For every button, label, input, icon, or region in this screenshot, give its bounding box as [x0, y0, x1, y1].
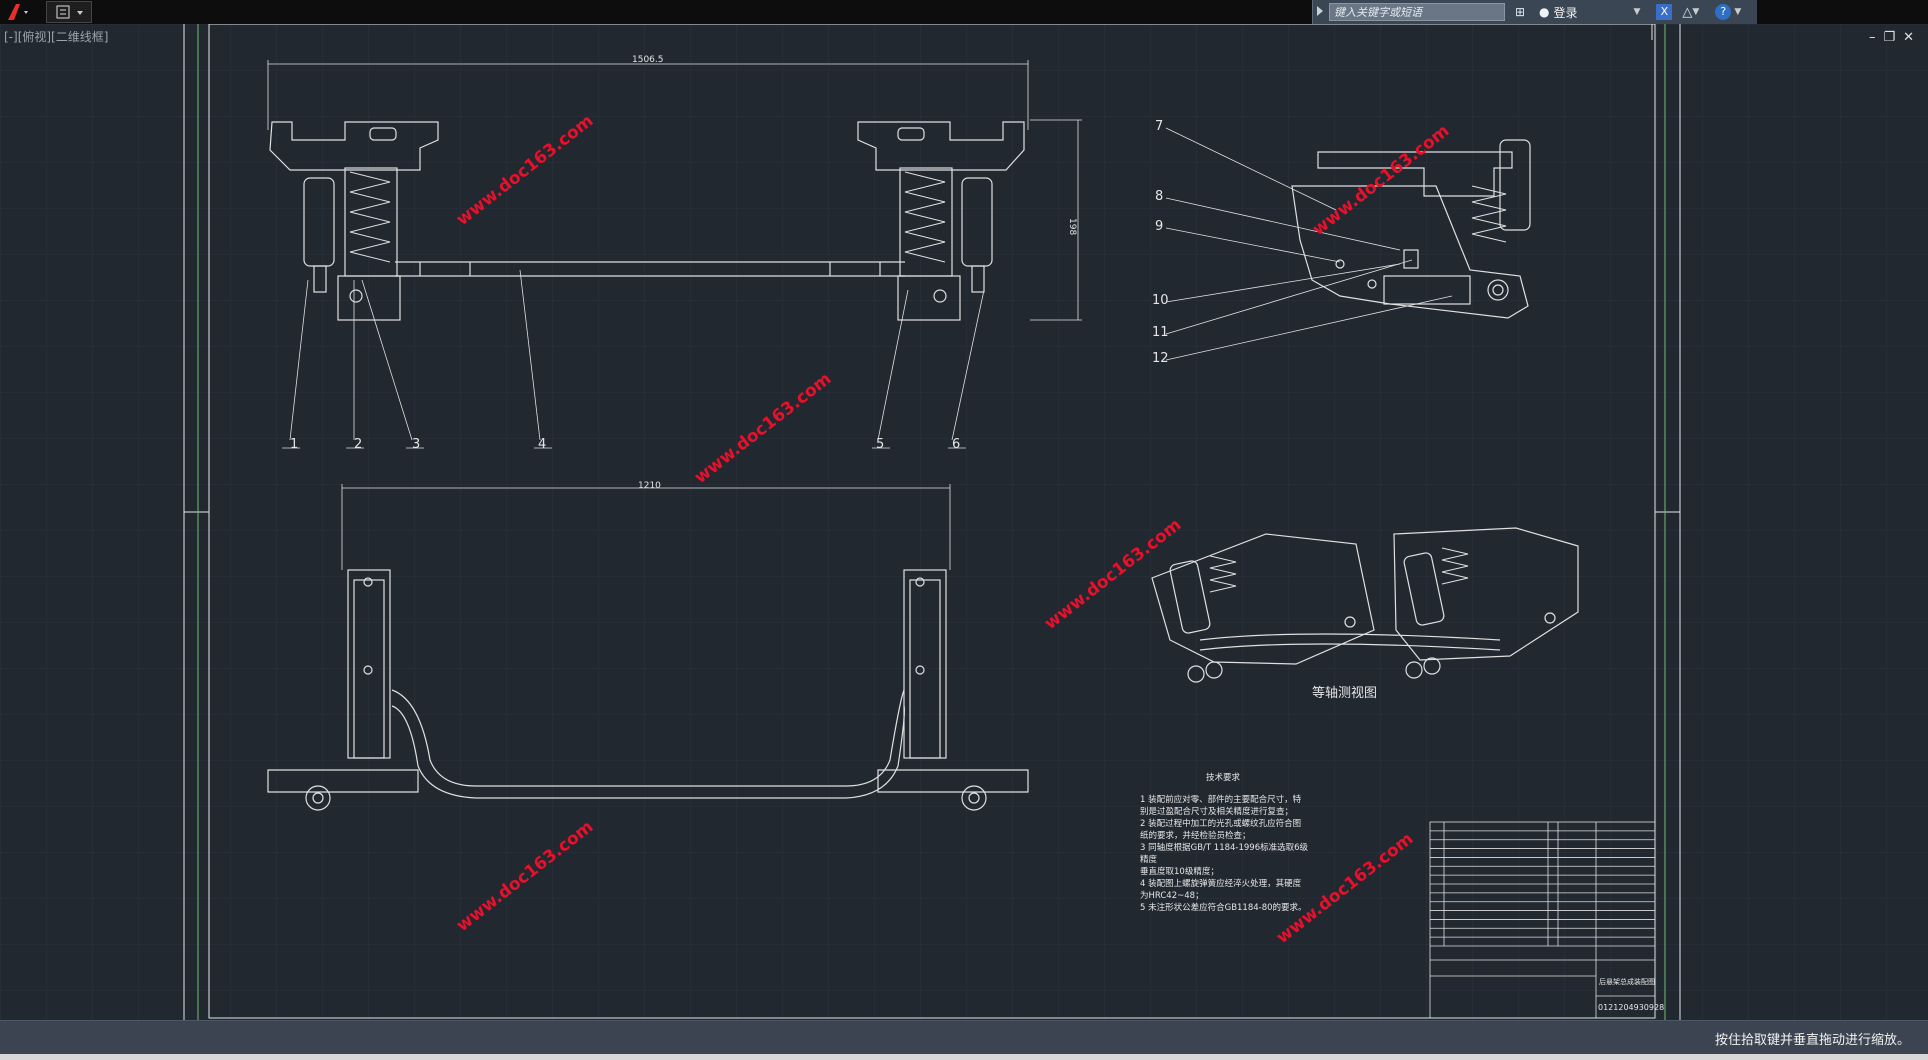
infocenter-bar: ⊞ ● 登录 ▼ X △ ▼ ? ▼ [1312, 0, 1757, 24]
close-icon[interactable]: ✕ [1903, 30, 1914, 45]
balloon-6: 6 [952, 437, 960, 452]
balloon-5: 5 [876, 437, 884, 452]
technical-requirements: 技术要求 1 装配前应对零、部件的主要配合尺寸，特 别是过盈配合尺寸及相关精度进… [1140, 772, 1309, 913]
a360-icon[interactable]: △ [1682, 4, 1693, 20]
balloon-1: 1 [290, 437, 298, 452]
right-edge-strip [1918, 144, 1928, 424]
isometric-view-assembly [1151, 527, 1579, 683]
quick-access-toolbar [0, 0, 92, 24]
chevron-down-icon[interactable]: ▼ [1633, 7, 1641, 17]
bottom-edge [0, 1054, 1928, 1060]
viewport-controls-label[interactable]: [-][俯视][二维线框] [4, 30, 109, 44]
dim-top-width: 1506.5 [632, 55, 664, 65]
iso-view-label: 等轴测视图 [1312, 685, 1377, 701]
top-view-assembly [267, 484, 1029, 811]
balloon-12: 12 [1152, 351, 1169, 366]
status-message: 按住拾取键并垂直拖动进行缩放。 [1714, 1033, 1910, 1048]
balloon-2: 2 [354, 437, 362, 452]
balloon-8: 8 [1155, 189, 1163, 204]
tech-req-line-2: 别是过盈配合尺寸及相关精度进行复查； [1140, 806, 1293, 817]
drawing-number: 0121204930928 [1598, 1003, 1664, 1012]
title-bar: ⊞ ● 登录 ▼ X △ ▼ ? ▼ [0, 0, 1928, 24]
autocad-logo-icon[interactable] [0, 2, 36, 22]
tech-req-line-4: 纸的要求，并经检验员检查； [1140, 830, 1251, 841]
title-block-name: 后悬架总成装配图 [1599, 977, 1655, 986]
minimize-icon[interactable]: – [1868, 30, 1876, 45]
window-controls: – ❐ ✕ [1869, 30, 1914, 45]
tech-req-line-3: 2 装配过程中加工的光孔或螺纹孔应符合图 [1140, 818, 1301, 829]
dim-bottom-width: 1210 [638, 481, 661, 491]
front-view-assembly [267, 60, 1082, 449]
dim-height: 198 [1067, 218, 1077, 235]
balloon-7: 7 [1155, 119, 1163, 134]
search-input[interactable] [1329, 3, 1505, 21]
balloon-labels: 1 2 3 4 5 6 7 8 9 10 11 12 [290, 119, 1169, 452]
login-button[interactable]: 登录 [1553, 5, 1578, 20]
balloon-10: 10 [1152, 293, 1169, 308]
tech-req-line-6: 精度 [1140, 854, 1158, 865]
command-status-bar: 按住拾取键并垂直拖动进行缩放。 [0, 1020, 1928, 1055]
exchange-icon[interactable]: X [1656, 4, 1673, 20]
tech-req-line-9: 为HRC42~48； [1140, 890, 1204, 901]
viewport-border [197, 24, 1666, 1020]
tech-req-line-7: 垂直度取10级精度； [1140, 866, 1219, 877]
balloon-11: 11 [1152, 325, 1169, 340]
workspace-switch-icon[interactable] [46, 1, 92, 23]
balloon-3: 3 [412, 437, 420, 452]
sheet-border [183, 23, 1681, 1020]
title-block [1429, 821, 1656, 1019]
restore-icon[interactable]: ❐ [1883, 30, 1896, 45]
chevron-down-icon[interactable]: ▼ [1734, 7, 1742, 17]
model-grid [0, 24, 1928, 1020]
tech-req-line-1: 1 装配前应对零、部件的主要配合尺寸，特 [1140, 794, 1302, 805]
tech-req-line-10: 5 未注形状公差应符合GB1184-80的要求。 [1140, 902, 1307, 913]
balloon-4: 4 [538, 437, 546, 452]
drawing-canvas[interactable]: 1506.5 198 1210 1 2 3 4 5 6 7 8 9 10 11 … [0, 23, 1928, 1020]
tech-req-line-8: 4 装配图上螺旋弹簧应经淬火处理，其硬度 [1140, 878, 1302, 889]
user-icon: ● [1539, 5, 1550, 19]
side-view-assembly [1165, 127, 1531, 361]
expand-arrow-icon[interactable] [1317, 6, 1323, 16]
tech-req-line-5: 3 同轴度根据GB/T 1184-1996标准选取6级 [1140, 842, 1309, 853]
balloon-9: 9 [1155, 219, 1163, 234]
binoculars-icon[interactable]: ⊞ [1515, 5, 1526, 19]
tech-req-title: 技术要求 [1206, 772, 1241, 783]
help-icon[interactable]: ? [1715, 4, 1732, 20]
chevron-down-icon[interactable]: ▼ [1692, 7, 1700, 17]
